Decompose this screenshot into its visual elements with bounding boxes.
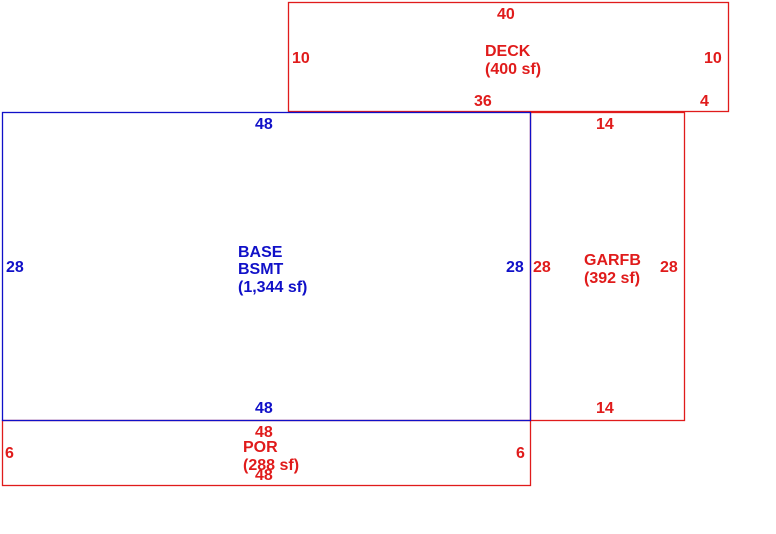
garfb-dim-left: 28 <box>533 259 551 276</box>
base-dim-top: 48 <box>255 116 273 133</box>
base-outline <box>1 111 532 422</box>
garfb-dim-bottom: 14 <box>596 400 614 417</box>
deck-name: DECK <box>485 43 531 60</box>
por-name: POR <box>243 439 278 456</box>
garfb-name: GARFB <box>584 252 641 269</box>
por-dim-bottom: 48 <box>255 467 273 484</box>
base-dim-left: 28 <box>6 259 24 276</box>
garfb-dim-top: 14 <box>596 116 614 133</box>
por-area: (288 sf) <box>243 457 299 474</box>
deck-dim-right: 10 <box>704 50 722 67</box>
deck-dim-left: 10 <box>292 50 310 67</box>
deck-dim-bottom-left: 36 <box>474 93 492 110</box>
por-dim-top: 48 <box>255 424 273 441</box>
base-dim-right: 28 <box>506 259 524 276</box>
deck-area: (400 sf) <box>485 61 541 78</box>
deck-dim-bottom-right: 4 <box>700 93 709 110</box>
base-area: (1,344 sf) <box>238 279 307 296</box>
base-dim-bottom: 48 <box>255 400 273 417</box>
base-name-line1: BASE <box>238 244 283 261</box>
por-dim-right: 6 <box>516 445 525 462</box>
garfb-dim-right: 28 <box>660 259 678 276</box>
deck-dim-top: 40 <box>497 6 515 23</box>
garfb-area: (392 sf) <box>584 270 640 287</box>
base-name-line2: BSMT <box>238 261 284 278</box>
por-dim-left: 6 <box>5 445 14 462</box>
deck-outline <box>287 1 730 113</box>
